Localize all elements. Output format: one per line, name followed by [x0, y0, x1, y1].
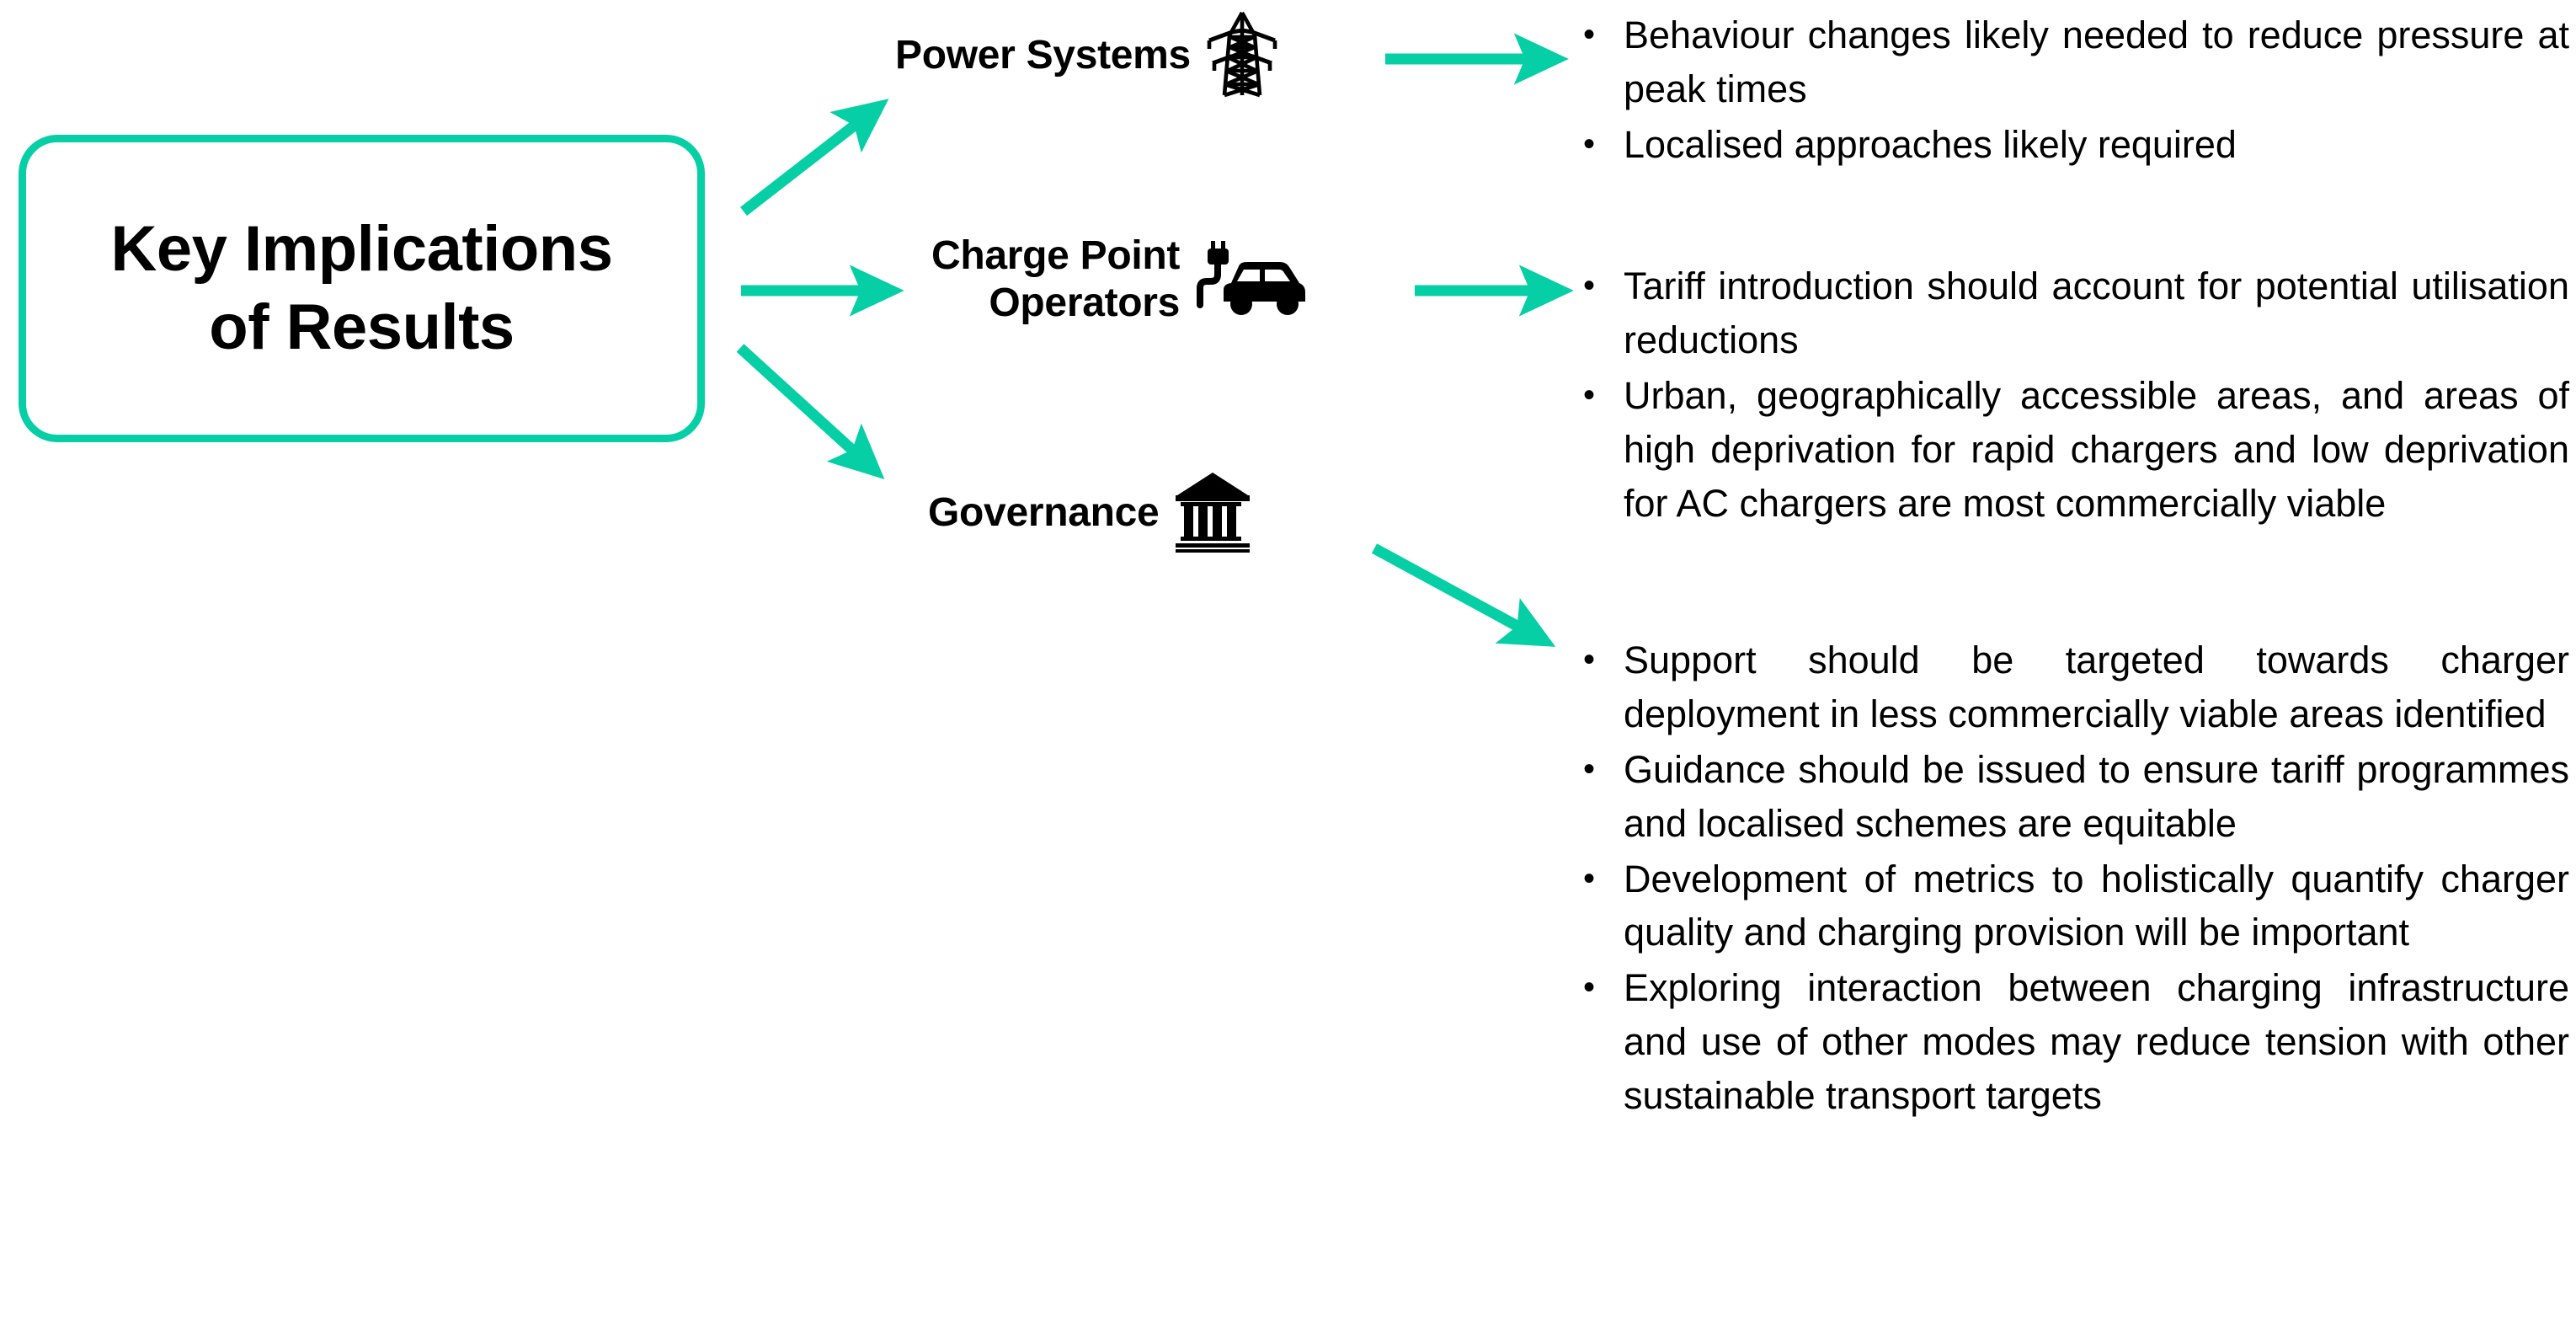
- branch-label-power-systems: Power Systems: [895, 10, 1278, 102]
- list-item: Behaviour changes likely needed to reduc…: [1571, 8, 2569, 116]
- bullet-group-power-systems: Behaviour changes likely needed to reduc…: [1571, 8, 2569, 174]
- key-implications-box: Key Implications of Results: [19, 135, 705, 442]
- list-item: Tariff introduction should account for p…: [1571, 259, 2569, 367]
- list-item: Exploring interaction between charging i…: [1571, 960, 2569, 1123]
- bullet-list: Support should be targeted towards charg…: [1571, 633, 2569, 1123]
- bullet-list: Behaviour changes likely needed to reduc…: [1571, 8, 2569, 172]
- branch-label-charge-point-operators: Charge Point Operators: [931, 232, 1308, 327]
- list-item: Guidance should be issued to ensure tari…: [1571, 742, 2569, 851]
- government-building-icon: [1174, 470, 1251, 557]
- arrow-box-to-power-systems: [740, 99, 889, 216]
- arrow-governance-to-bullets: [1371, 543, 1556, 647]
- list-item: Urban, geographically accessible areas, …: [1571, 368, 2569, 531]
- page-title: Key Implications of Results: [110, 212, 613, 363]
- list-item: Development of metrics to holistically q…: [1571, 852, 2569, 960]
- branch-label-text: Power Systems: [895, 33, 1191, 78]
- bullet-group-governance: Support should be targeted towards charg…: [1571, 633, 2569, 1125]
- electric-car-charging-icon: [1195, 238, 1308, 323]
- branch-label-governance: Governance: [928, 470, 1251, 557]
- arrow-box-to-governance: [736, 344, 885, 480]
- list-item: Support should be targeted towards charg…: [1571, 633, 2569, 741]
- branch-label-text: Governance: [928, 490, 1160, 536]
- power-pylon-icon: [1206, 10, 1278, 102]
- bullet-list: Tariff introduction should account for p…: [1571, 259, 2569, 530]
- list-item: Localised approaches likely required: [1571, 117, 2569, 172]
- bullet-group-charge-point-operators: Tariff introduction should account for p…: [1571, 259, 2569, 532]
- branch-label-text: Charge Point Operators: [931, 233, 1181, 326]
